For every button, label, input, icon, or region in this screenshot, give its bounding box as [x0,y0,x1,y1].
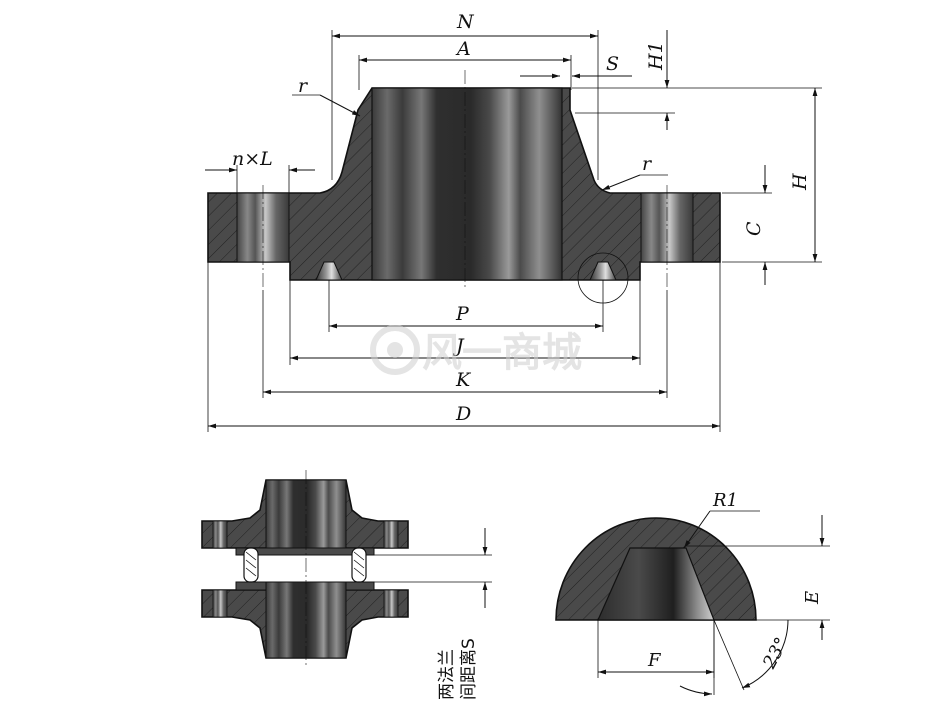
label-H1: H1 [645,41,667,71]
label-D: D [455,403,471,425]
note-line2: 间距离S [459,638,479,700]
watermark: 风一商城 [370,325,582,376]
label-angle: 23° [758,634,792,673]
label-C: C [743,221,765,236]
ring-groove-right [589,261,617,281]
label-A: A [455,38,471,60]
groove-detail-view: R1 E F 23° [555,490,830,697]
label-H: H [789,173,811,191]
label-R1: R1 [712,490,738,511]
label-r-left: r [298,75,309,97]
label-S: S [606,53,619,75]
label-F: F [647,650,662,671]
label-K: K [455,369,472,391]
groove-cone [597,547,715,621]
svg-text:风一商城: 风一商城 [422,330,582,376]
label-nxL: n×L [232,148,273,170]
label-J: J [452,335,465,357]
ring-groove-left [315,261,343,281]
bolt-hole-left [236,192,290,263]
label-E: E [802,591,823,605]
main-view: N A S H1 H C r r [205,11,822,432]
flange-pair-view: 两法兰 间距离S [201,470,492,700]
label-P: P [455,303,470,325]
bore [371,87,563,281]
note-line1: 两法兰 [437,649,457,700]
label-r-right: r [642,153,653,175]
label-N: N [456,11,475,33]
